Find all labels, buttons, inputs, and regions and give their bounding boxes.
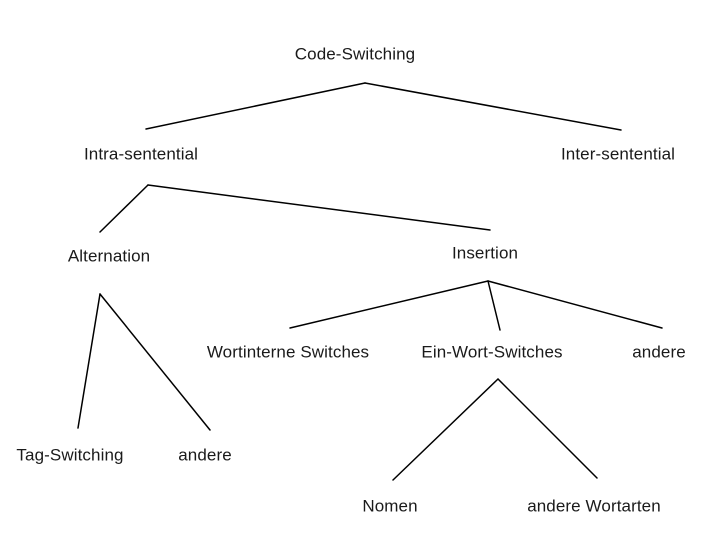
tree-edge-intra-sentential-to-insertion [147,184,491,231]
tree-node-code-switching: Code-Switching [294,44,416,64]
tree-edge-alternation-to-andere-alternation [99,293,211,431]
tree-node-ein-wort-switches: Ein-Wort-Switches [421,342,563,362]
tree-edge-ein-wort-switches-to-nomen [392,378,499,481]
tree-node-wortinterne-switches: Wortinterne Switches [206,342,370,362]
tree-node-intra-sentential: Intra-sentential [83,144,199,164]
tree-node-andere-insertion: andere [632,342,686,362]
tree-edge-code-switching-to-inter-sentential [364,82,622,131]
tree-node-nomen: Nomen [362,496,418,516]
tree-edge-intra-sentential-to-alternation [99,184,149,233]
tree-node-insertion: Insertion [451,243,519,263]
tree-node-alternation: Alternation [67,246,151,266]
tree-edge-insertion-to-andere-insertion [487,280,663,329]
tree-edge-insertion-to-ein-wort-switches [487,280,501,331]
tree-node-andere-alternation: andere [178,445,232,465]
tree-edge-insertion-to-wortinterne-switches [289,280,489,329]
tree-edge-ein-wort-switches-to-andere-wortarten [497,378,598,479]
tree-edge-code-switching-to-intra-sentential [145,82,366,130]
tree-edge-alternation-to-tag-switching [77,293,101,429]
tree-node-andere-wortarten: andere Wortarten [527,496,661,516]
tree-node-tag-switching: Tag-Switching [16,445,124,465]
tree-node-inter-sentential: Inter-sentential [560,144,676,164]
